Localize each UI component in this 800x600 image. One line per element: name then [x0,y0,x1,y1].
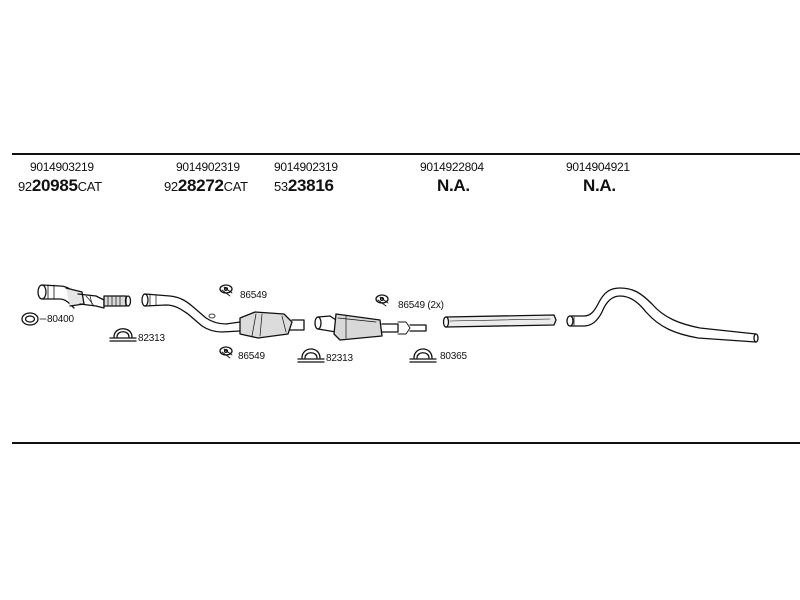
accessory-label-86549: 86549 [238,351,265,362]
part-number-5: N.A. [583,176,616,196]
oem-number-1: 9014903219 [30,160,94,174]
accessory-label-82313: 82313 [138,333,165,344]
part-number-3: 5323816 [274,176,334,196]
tail-pipe-part [566,287,759,343]
pipe-clamp-icon [409,348,437,363]
part-main: 20985 [31,176,78,195]
oem-number-4: 9014922804 [420,160,484,174]
part-suffix: CAT [77,179,102,194]
part-number-1: 9220985CAT [18,176,102,196]
part-suffix: CAT [223,179,248,194]
bolt-icon [375,294,389,307]
part-na: N.A. [583,176,616,195]
bolt-icon [219,284,233,297]
bolt-icon [219,346,233,359]
part-main: 23816 [287,176,334,195]
accessory-label-80365: 80365 [440,351,467,362]
part-prefix: 92 [18,179,32,194]
part-number-4: N.A. [437,176,470,196]
part-main: 28272 [177,176,224,195]
part-number-2: 9228272CAT [164,176,248,196]
pipe-clamp-icon [297,348,325,363]
pipe-clamp-icon [109,328,137,342]
accessory-label-86549-2x: 86549 (2x) [398,300,444,311]
accessory-label-86549: 86549 [240,290,267,301]
front-pipe-part [37,284,132,309]
middle-silencer-part [314,313,427,341]
part-prefix: 53 [274,179,288,194]
accessory-label-82313: 82313 [326,353,353,364]
accessory-label-80400: 80400 [47,314,74,325]
oem-number-3: 9014902319 [274,160,338,174]
catalytic-converter-part [141,293,305,339]
bottom-rule [12,442,800,444]
part-na: N.A. [437,176,470,195]
oem-number-5: 9014904921 [566,160,630,174]
top-rule [12,153,800,155]
intermediate-pipe-part [442,314,557,328]
part-prefix: 92 [164,179,178,194]
sealing-ring-icon [21,312,47,326]
oem-number-2: 9014902319 [176,160,240,174]
